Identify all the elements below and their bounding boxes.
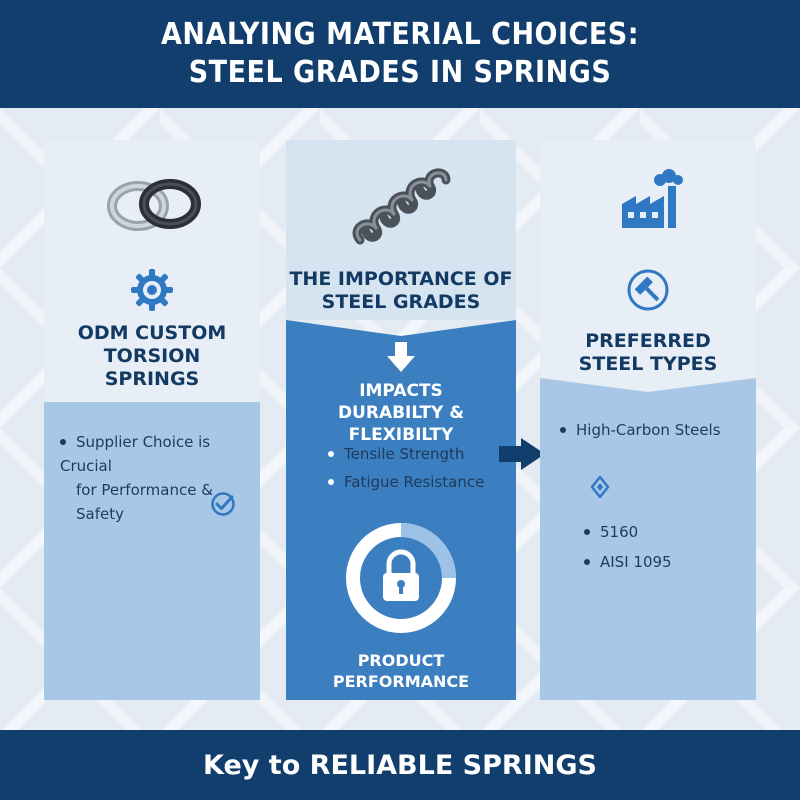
mid-title-line-2: STEEL GRADES	[321, 291, 481, 313]
mid-title-line-1: THE IMPORTANCE OF	[289, 268, 513, 290]
bullet-dot	[584, 558, 590, 565]
header-banner: ANALYING MATERIAL CHOICES: STEEL GRADES …	[0, 0, 800, 108]
factory-icon	[622, 169, 683, 228]
hammer-icon	[627, 269, 669, 311]
gear-icon	[131, 269, 173, 311]
padlock-icon	[346, 523, 456, 633]
right-title: PREFERRED STEEL TYPES	[540, 330, 756, 376]
panel-preferred-steel-types: PREFERRED STEEL TYPES High-Carbon Steels…	[540, 140, 756, 700]
panel-odm-custom-springs: ODM CUSTOM TORSION SPRINGS Supplier Choi…	[44, 140, 260, 700]
left-bullet-line-2: for Performance & Safety	[76, 481, 213, 523]
left-title: ODM CUSTOM TORSION SPRINGS	[44, 322, 260, 391]
right-bullet-2-text: 5160	[600, 523, 639, 541]
mid-bullet-1-text: Tensile Strength	[344, 445, 465, 463]
bullet-dot	[60, 438, 66, 445]
mid-bullet-2-text: Fatigue Resistance	[344, 473, 485, 491]
mid-impacts: IMPACTS DURABILTY & FLEXIBILTY	[286, 380, 516, 446]
mid-footer-line-1: PRODUCT	[357, 651, 445, 670]
bullet-dot	[560, 426, 566, 433]
left-bullet-line-1: Supplier Choice is Crucial	[60, 433, 211, 475]
panel-importance-of-steel-grades: THE IMPORTANCE OF STEEL GRADES IMPACTS D…	[286, 140, 516, 700]
panel-left-bottom	[44, 402, 260, 700]
coil-spring-icon	[352, 168, 451, 245]
right-title-line-2: STEEL TYPES	[578, 353, 718, 375]
footer-text: Key to RELIABLE SPRINGS	[203, 749, 597, 781]
bullet-dot	[584, 528, 590, 535]
left-bullet: Supplier Choice is Crucial for Performan…	[60, 430, 260, 526]
right-title-line-1: PREFERRED	[585, 330, 711, 352]
bullet-dot	[328, 478, 334, 485]
page-title-line-2: STEEL GRADES IN SPRINGS	[188, 55, 612, 90]
diamond-icon	[590, 476, 610, 498]
mid-bullet-1: Tensile Strength	[328, 442, 464, 466]
left-title-line-3: SPRINGS	[104, 368, 200, 390]
panel-mid-bottom	[286, 320, 516, 700]
checkmark-icon	[211, 492, 235, 516]
left-title-line-2: TORSION	[103, 345, 201, 367]
right-bullet-2: 5160	[584, 520, 638, 544]
right-bullet-1-text: High-Carbon Steels	[576, 421, 721, 439]
page-title-line-1: ANALYING MATERIAL CHOICES:	[160, 17, 639, 52]
panel-right-bottom	[540, 378, 756, 700]
chain-links-icon	[107, 179, 201, 231]
mid-impacts-line-2: DURABILTY & FLEXIBILTY	[337, 403, 465, 445]
right-bullet-1: High-Carbon Steels	[560, 418, 721, 442]
right-bullet-3: AISI 1095	[584, 550, 672, 574]
mid-footer-label: PRODUCT PERFORMANCE	[286, 650, 516, 692]
left-title-line-1: ODM CUSTOM	[77, 322, 227, 344]
mid-footer-line-2: PERFORMANCE	[332, 672, 470, 691]
footer-banner: Key to RELIABLE SPRINGS	[0, 730, 800, 800]
mid-title: THE IMPORTANCE OF STEEL GRADES	[286, 268, 516, 314]
panel-mid-top	[286, 140, 516, 320]
down-arrow-icon	[387, 342, 415, 372]
right-arrow-icon	[499, 438, 545, 470]
bullet-dot	[328, 450, 334, 457]
mid-impacts-line-1: IMPACTS	[359, 381, 443, 401]
right-bullet-3-text: AISI 1095	[600, 553, 672, 571]
mid-bullet-2: Fatigue Resistance	[328, 470, 484, 494]
panel-right-top	[540, 140, 756, 390]
